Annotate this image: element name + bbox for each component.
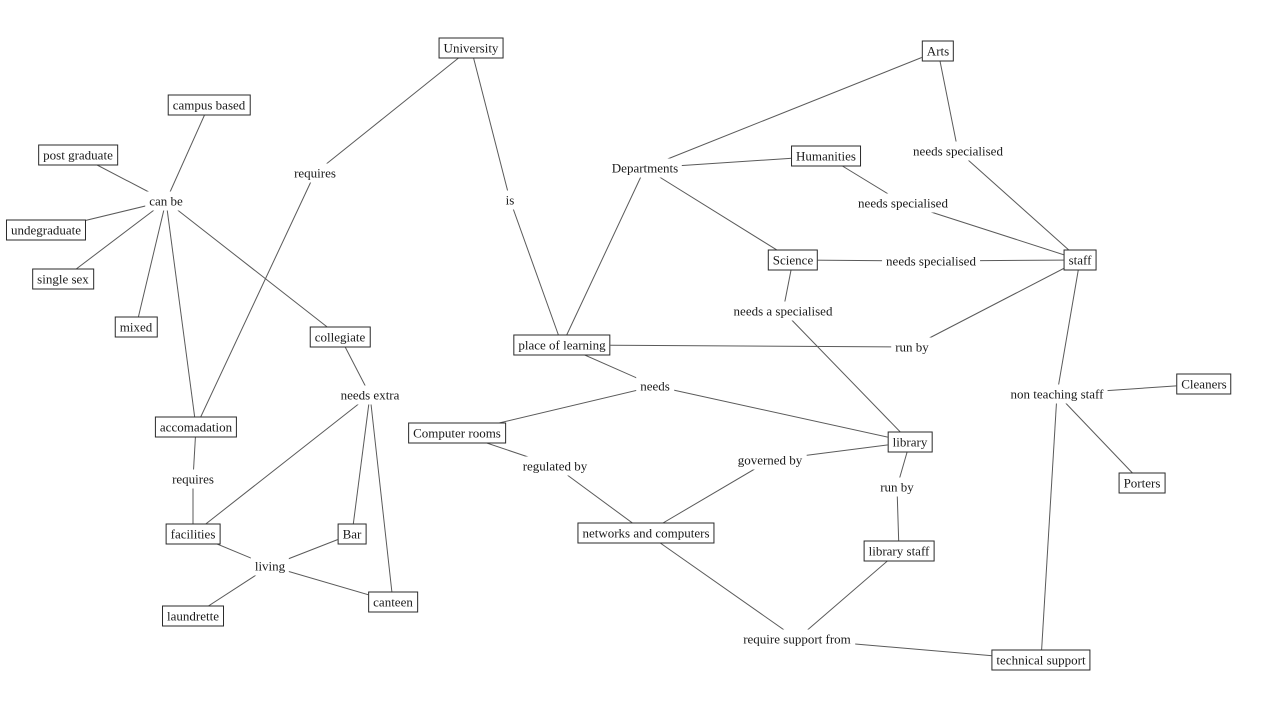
concept-node-facilities[interactable]: facilities — [165, 523, 221, 545]
concept-node-cleaners[interactable]: Cleaners — [1176, 373, 1232, 395]
link-label-lbl-needs-specialised-arts: needs specialised — [909, 141, 1007, 161]
edge-lbl-run-by-staff--staff — [911, 259, 1081, 348]
edge-place-of-learning--lbl-run-by-staff — [561, 344, 913, 348]
link-label-lbl-run-by-staff: run by — [891, 337, 933, 357]
link-label-lbl-regulated-by: regulated by — [518, 456, 592, 476]
link-label-lbl-departments: Departments — [607, 158, 683, 178]
edge-lbl-non-teaching-staff--technical-support — [1040, 393, 1058, 661]
edge-place-of-learning--lbl-departments — [561, 167, 646, 346]
link-label-lbl-living: living — [250, 556, 290, 576]
link-label-lbl-needs: needs — [636, 376, 674, 396]
concept-node-networks-and-computers[interactable]: networks and computers — [577, 522, 715, 544]
link-label-lbl-needs-a-specialised: needs a specialised — [729, 301, 837, 321]
link-label-lbl-run-by-library: run by — [876, 477, 918, 497]
edge-accomadation--lbl-can-be — [165, 200, 197, 428]
concept-node-mixed[interactable]: mixed — [114, 316, 158, 338]
edge-lbl-requires-univ--accomadation — [195, 172, 316, 428]
edge-lbl-can-be--collegiate — [165, 200, 341, 338]
concept-node-undegraduate[interactable]: undegraduate — [5, 219, 87, 241]
link-label-lbl-governed-by: governed by — [733, 450, 807, 470]
concept-node-post-graduate[interactable]: post graduate — [38, 144, 118, 166]
link-label-lbl-requires-univ: requires — [290, 163, 340, 183]
concept-node-single-sex[interactable]: single sex — [32, 268, 94, 290]
edge-lbl-needs-extra--bar — [351, 394, 371, 535]
edge-lbl-needs-specialised-humanities--staff — [902, 202, 1081, 261]
edge-lbl-regulated-by--networks-and-computers — [554, 465, 647, 534]
edge-university--lbl-requires-univ — [314, 47, 472, 174]
concept-node-canteen[interactable]: canteen — [368, 591, 418, 613]
concept-node-university[interactable]: University — [438, 37, 504, 59]
edge-lbl-can-be--single-sex — [62, 200, 167, 280]
concept-node-accomadation[interactable]: accomadation — [154, 416, 238, 438]
edge-lbl-needs--library — [654, 385, 911, 443]
edge-lbl-can-be--campus-based — [165, 104, 210, 202]
link-label-lbl-non-teaching-staff: non teaching staff — [1006, 384, 1108, 404]
concept-node-technical-support[interactable]: technical support — [991, 649, 1091, 671]
link-label-lbl-requires-accom: requires — [168, 469, 218, 489]
edge-lbl-needs-extra--facilities — [192, 394, 371, 535]
concept-node-staff[interactable]: staff — [1063, 249, 1097, 271]
link-label-lbl-can-be: can be — [145, 191, 187, 211]
concept-node-library[interactable]: library — [887, 431, 933, 453]
concept-node-science[interactable]: Science — [767, 249, 819, 271]
edge-university--lbl-is — [470, 47, 511, 201]
link-label-lbl-needs-specialised-science: needs specialised — [882, 251, 980, 271]
concept-node-laundrette[interactable]: laundrette — [162, 605, 224, 627]
edge-lbl-can-be--mixed — [135, 200, 167, 328]
concept-node-place-of-learning[interactable]: place of learning — [513, 334, 611, 356]
concept-node-computer-rooms[interactable]: Computer rooms — [408, 422, 506, 444]
concept-node-porters[interactable]: Porters — [1118, 472, 1166, 494]
concept-node-bar[interactable]: Bar — [337, 523, 367, 545]
edge-lbl-run-by-library--library-staff — [896, 486, 900, 552]
edge-lbl-needs-extra--canteen — [369, 394, 394, 603]
edge-arts--lbl-needs-specialised-arts — [937, 50, 959, 152]
edge-lbl-non-teaching-staff--porters — [1056, 393, 1143, 484]
concept-node-campus-based[interactable]: campus based — [167, 94, 251, 116]
link-label-lbl-require-support-from: require support from — [739, 629, 855, 649]
edge-lbl-needs-a-specialised--library — [782, 310, 911, 443]
concept-node-collegiate[interactable]: collegiate — [309, 326, 371, 348]
edge-lbl-governed-by--networks-and-computers — [645, 459, 771, 534]
concept-node-arts[interactable]: Arts — [921, 40, 955, 62]
link-label-lbl-needs-extra: needs extra — [336, 385, 404, 405]
edge-lbl-is--place-of-learning — [509, 199, 563, 346]
edge-networks-and-computers--lbl-require-support-from — [645, 532, 798, 640]
edge-lbl-departments--arts — [644, 50, 939, 169]
link-label-lbl-needs-specialised-humanities: needs specialised — [854, 193, 952, 213]
concept-node-humanities[interactable]: Humanities — [791, 145, 861, 167]
edge-lbl-needs-specialised-arts--staff — [957, 150, 1081, 261]
concept-node-library-staff[interactable]: library staff — [863, 540, 935, 562]
link-label-lbl-is: is — [501, 190, 519, 210]
edge-library-staff--lbl-require-support-from — [796, 550, 900, 640]
edge-lbl-departments--science — [644, 167, 794, 261]
edge-staff--lbl-non-teaching-staff — [1056, 259, 1081, 395]
